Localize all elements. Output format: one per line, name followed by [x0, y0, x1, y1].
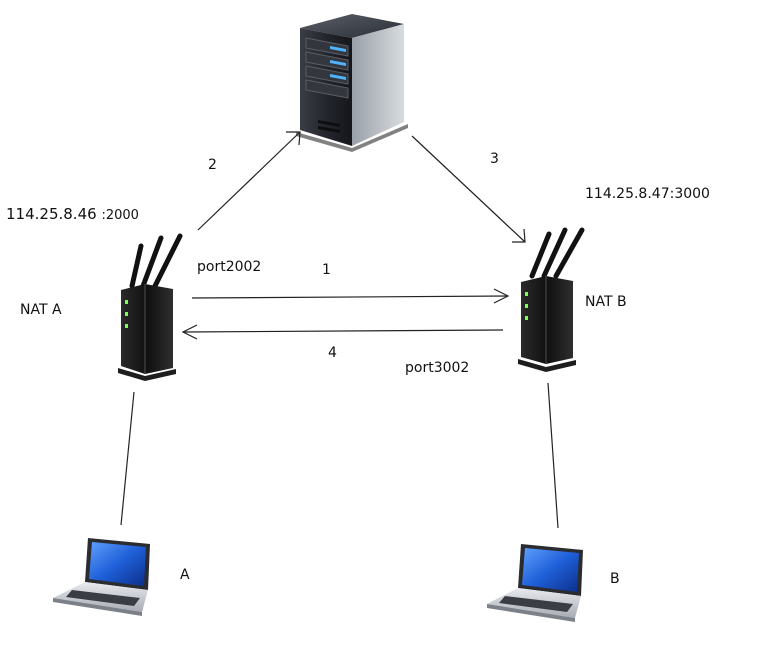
nat-a-port: :2000	[101, 208, 139, 223]
arrowhead	[181, 324, 198, 340]
nat-a-ip: 114.25.8.46	[6, 205, 97, 223]
link-b	[547, 382, 559, 529]
server-icon	[296, 14, 408, 152]
laptop-icon	[487, 544, 583, 622]
step-3-label: 3	[490, 151, 499, 167]
nat-a-ip-label: 114.25.8.46 :2000	[6, 206, 139, 224]
step-4-label: 4	[328, 345, 337, 361]
arrowhead	[286, 131, 301, 146]
arrow-step-1	[191, 295, 509, 299]
nat-b-mapped-port: port3002	[405, 360, 470, 376]
nat-b-label: NAT B	[585, 294, 627, 310]
arrow-step-2	[197, 131, 301, 231]
arrowhead	[512, 228, 526, 243]
step-2-label: 2	[208, 157, 217, 173]
nat-a-label: NAT A	[20, 302, 62, 318]
laptop-icon	[53, 538, 150, 616]
link-a	[120, 391, 135, 526]
arrow-step-4	[182, 329, 504, 333]
step-1-label: 1	[322, 262, 331, 278]
host-b-label: B	[610, 571, 620, 587]
arrowhead	[493, 288, 510, 304]
router-icon	[518, 227, 585, 372]
arrow-step-3	[411, 135, 526, 243]
nat-a-mapped-port: port2002	[197, 259, 262, 275]
nat-b-public-address: 114.25.8.47:3000	[585, 186, 710, 202]
router-icon	[118, 233, 183, 381]
host-a-label: A	[180, 567, 190, 583]
